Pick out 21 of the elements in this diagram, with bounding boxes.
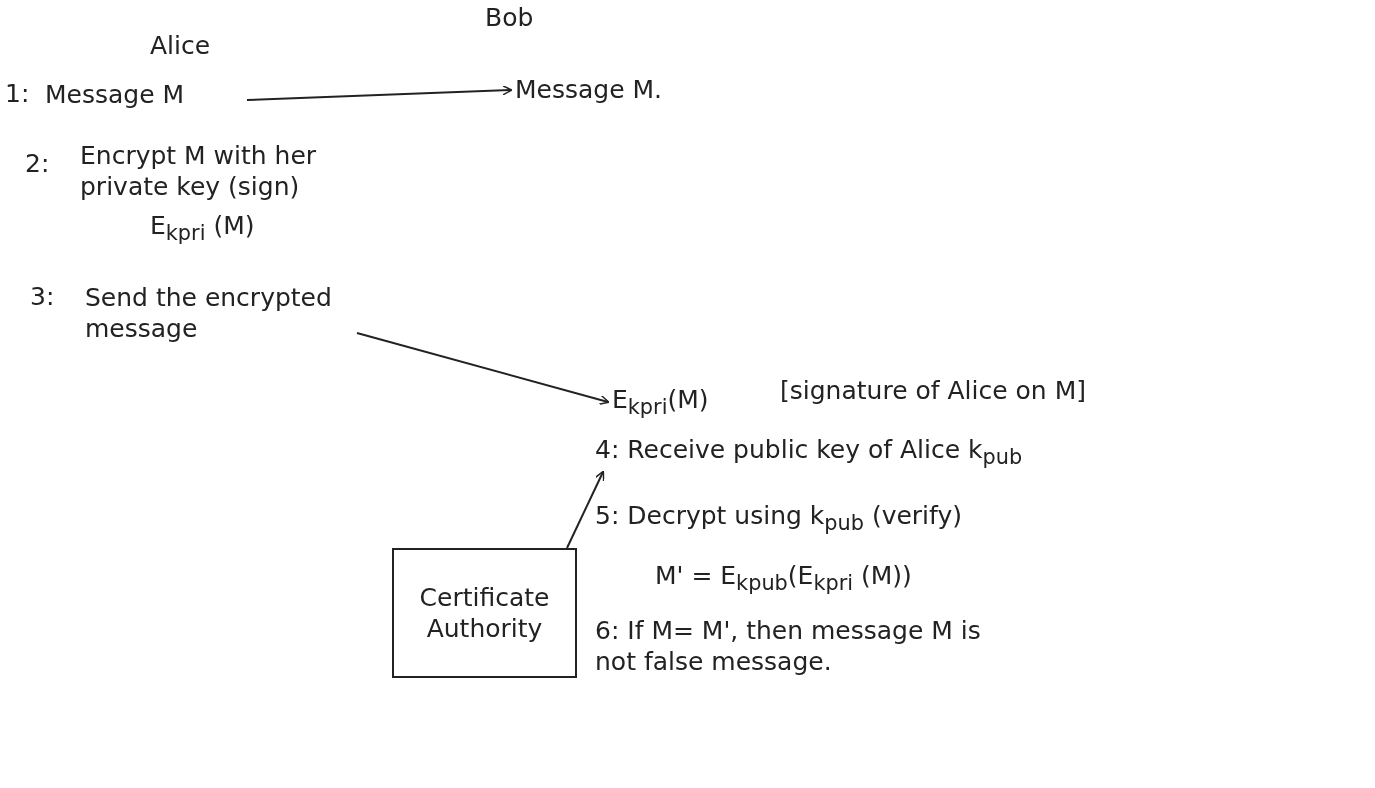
arrow bbox=[356, 332, 610, 405]
note-text: 6: If M= M', then message M is not false message. bbox=[595, 615, 982, 678]
note-text: 5: Decrypt using k$_{pub}$ (verify) bbox=[595, 500, 963, 537]
step-text: Message M bbox=[45, 79, 185, 111]
step-text: 4: Receive public key of Alice k$_{pub}$ bbox=[595, 434, 1023, 470]
note-text: M' = E$_{kpub}$(E$_{kpri}$ (M)) bbox=[655, 560, 913, 597]
note-text: 2: bbox=[25, 148, 51, 180]
process-box bbox=[392, 548, 577, 678]
step-text: Message M. bbox=[515, 74, 663, 106]
box-label: Certificate Authority bbox=[418, 581, 551, 645]
arrow bbox=[246, 85, 513, 101]
step-number: 1: bbox=[5, 78, 30, 110]
actor-name: Bob bbox=[485, 2, 535, 34]
actor-name: Alice bbox=[150, 30, 212, 62]
step-number: 3: bbox=[30, 281, 55, 313]
note-text: E$_{kpri}$ (M) bbox=[150, 210, 256, 247]
step-text: Send the encrypted message bbox=[85, 281, 333, 345]
step-text: E$_{kpri}$(M) bbox=[612, 384, 709, 420]
arrow bbox=[566, 470, 605, 549]
note-text: Encrypt M with her private key (sign) bbox=[80, 140, 318, 203]
note-text: [signature of Alice on M] bbox=[780, 375, 1087, 407]
